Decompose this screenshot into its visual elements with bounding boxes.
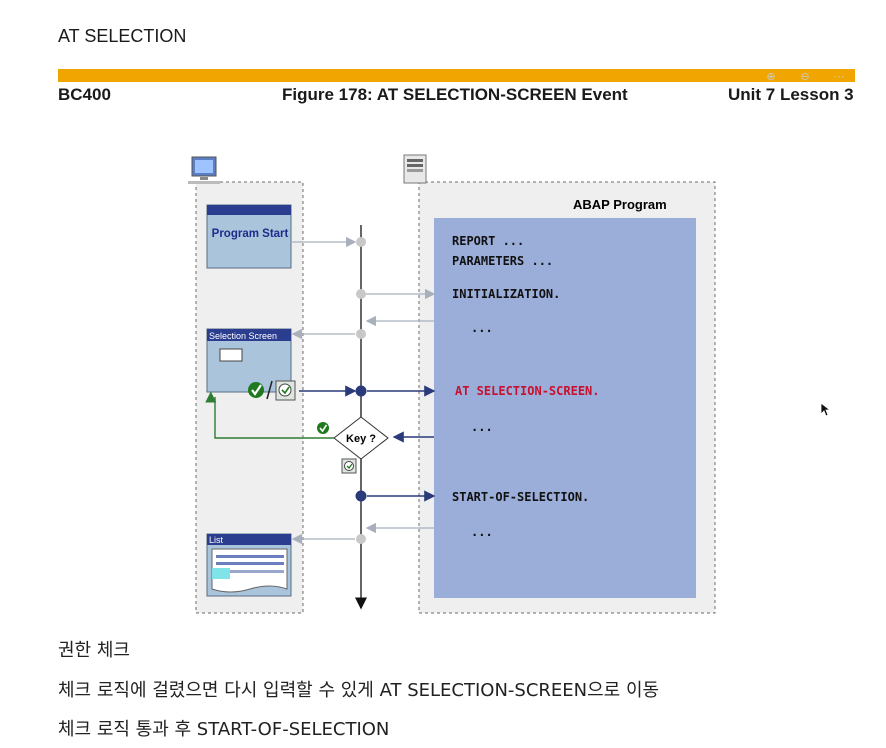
more-icon[interactable]: ⋯ bbox=[833, 70, 845, 83]
code-at-selection-screen: AT SELECTION-SCREEN. bbox=[455, 384, 600, 398]
error-return-path bbox=[205, 391, 334, 439]
zoom-out-icon[interactable]: ⊖ bbox=[800, 70, 810, 83]
slide-accent-bar bbox=[58, 69, 855, 82]
note-line-1: 권한 체크 bbox=[58, 640, 130, 661]
input-field-icon bbox=[219, 348, 243, 362]
check-icon bbox=[248, 382, 264, 398]
event-flow-diagram: ABAP Program Program Start Selection Scr… bbox=[175, 115, 855, 620]
abap-program-panel bbox=[434, 218, 696, 598]
execute-icon bbox=[275, 380, 296, 401]
zoom-in-icon[interactable]: ⊕ bbox=[766, 70, 776, 83]
junction-dot bbox=[356, 237, 366, 247]
list-box: List bbox=[206, 533, 292, 597]
image-toolbar: ⊕ ⊖ ⋯ bbox=[760, 71, 850, 83]
program-start-box: Program Start bbox=[206, 204, 292, 269]
note-line-3: 체크 로직 통과 후 START-OF-SELECTION bbox=[58, 719, 390, 740]
check-return-icon bbox=[317, 422, 329, 434]
junction-dot bbox=[356, 534, 366, 544]
code-dots: ... bbox=[471, 420, 493, 434]
selection-screen-box: Selection Screen bbox=[206, 328, 292, 393]
mouse-cursor-icon bbox=[820, 402, 832, 417]
note-line-2: 체크 로직에 걸렸으면 다시 입력할 수 있게 AT SELECTION-SCR… bbox=[58, 680, 660, 701]
abap-program-title: ABAP Program bbox=[573, 197, 667, 212]
page-heading: AT SELECTION bbox=[58, 26, 187, 46]
unit-lesson: Unit 7 Lesson 3 bbox=[728, 85, 854, 104]
junction-dot bbox=[356, 329, 366, 339]
monitor-icon bbox=[188, 156, 220, 184]
course-code: BC400 bbox=[58, 85, 111, 104]
junction-dot bbox=[356, 289, 366, 299]
list-label: List bbox=[209, 535, 224, 545]
junction-dot-active bbox=[355, 385, 367, 397]
key-decision: Key ? bbox=[333, 416, 389, 460]
figure-title: Figure 178: AT SELECTION-SCREEN Event bbox=[282, 85, 628, 104]
diagram-canvas: ABAP Program Program Start Selection Scr… bbox=[175, 115, 855, 620]
junction-dot-active bbox=[355, 490, 367, 502]
code-report: REPORT ... bbox=[452, 234, 524, 248]
code-dots: ... bbox=[471, 321, 493, 335]
server-icon bbox=[403, 154, 427, 184]
code-parameters: PARAMETERS ... bbox=[452, 254, 553, 268]
code-initialization: INITIALIZATION. bbox=[452, 287, 560, 301]
execute-icon bbox=[341, 458, 357, 474]
program-start-label: Program Start bbox=[212, 228, 289, 240]
svg-text:Program Start: Program Start bbox=[212, 228, 289, 240]
code-dots: ... bbox=[471, 525, 493, 539]
code-start-of-selection: START-OF-SELECTION. bbox=[452, 490, 589, 504]
selection-screen-label: Selection Screen bbox=[209, 331, 277, 341]
key-decision-label: Key ? bbox=[346, 433, 376, 445]
slash-separator bbox=[266, 380, 273, 400]
